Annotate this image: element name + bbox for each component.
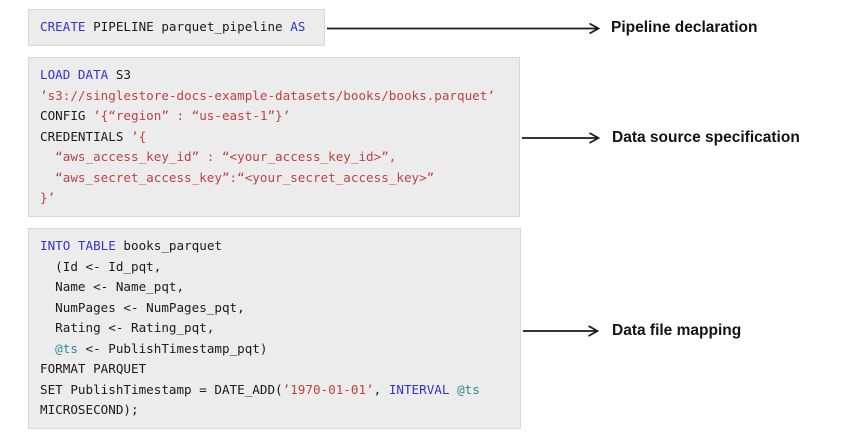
code-line: NumPages <- NumPages_pqt, bbox=[40, 298, 509, 319]
code-block-pipeline-declaration: CREATE PIPELINE parquet_pipeline AS bbox=[28, 9, 325, 46]
code-token: ’{ bbox=[131, 128, 147, 144]
code-token: LOAD DATA bbox=[40, 67, 109, 82]
code-line: Name <- Name_pqt, bbox=[40, 277, 509, 298]
code-line: MICROSECOND); bbox=[40, 400, 509, 421]
code-token: Rating <- Rating_pqt, bbox=[40, 320, 215, 335]
code-line: CREATE PIPELINE parquet_pipeline AS bbox=[40, 17, 313, 38]
code-token bbox=[449, 382, 457, 397]
code-line: CONFIG ’{“region” : “us-east-1”}’ bbox=[40, 106, 508, 127]
code-token: FORMAT PARQUET bbox=[40, 361, 147, 376]
code-token: INTO TABLE bbox=[40, 238, 116, 253]
code-token: SET PublishTimestamp = DATE_ADD( bbox=[40, 381, 283, 397]
code-block-data-source-specification: LOAD DATA S3’s3://singlestore-docs-examp… bbox=[28, 57, 520, 217]
code-token: @ts bbox=[457, 381, 480, 397]
code-token: S3 bbox=[108, 67, 131, 82]
code-token: NumPages <- NumPages_pqt, bbox=[40, 299, 245, 315]
code-token: “aws_access_key_id” : “<your_access_key_… bbox=[40, 149, 397, 164]
code-line: INTO TABLE books_parquet bbox=[40, 236, 509, 257]
annotation-pipeline-declaration: Pipeline declaration bbox=[611, 19, 758, 36]
code-line: LOAD DATA S3 bbox=[40, 65, 508, 86]
code-token: CREDENTIALS bbox=[40, 128, 131, 144]
code-token: “aws_secret_access_key”:“<your_secret_ac… bbox=[40, 169, 435, 185]
code-token bbox=[40, 341, 55, 356]
code-line: “aws_access_key_id” : “<your_access_key_… bbox=[40, 147, 508, 168]
code-token: CREATE bbox=[40, 19, 86, 34]
code-line: Rating <- Rating_pqt, bbox=[40, 318, 509, 339]
annotation-data-file-mapping: Data file mapping bbox=[612, 322, 742, 339]
code-line: CREDENTIALS ’{ bbox=[40, 127, 508, 148]
code-token: ’s3://singlestore-docs-example-datasets/… bbox=[40, 87, 495, 103]
arrow-pipeline-declaration bbox=[327, 22, 601, 35]
code-token: ’{“region” : “us-east-1”}’ bbox=[93, 108, 291, 123]
code-token: @ts bbox=[55, 340, 78, 356]
code-token: }’ bbox=[40, 190, 56, 205]
arrow-data-file-mapping bbox=[523, 325, 600, 337]
annotation-data-source-specification: Data source specification bbox=[612, 129, 800, 146]
code-token: AS bbox=[290, 19, 306, 34]
code-token: , bbox=[373, 381, 389, 397]
code-token: PIPELINE parquet_pipeline bbox=[85, 19, 291, 34]
code-token: (Id <- Id_pqt, bbox=[40, 258, 162, 274]
code-line: }’ bbox=[40, 188, 508, 209]
code-token: MICROSECOND); bbox=[40, 402, 139, 417]
code-line: “aws_secret_access_key”:“<your_secret_ac… bbox=[40, 168, 508, 189]
code-token: INTERVAL bbox=[388, 381, 450, 397]
code-line: @ts <- PublishTimestamp_pqt) bbox=[40, 339, 509, 360]
code-line: (Id <- Id_pqt, bbox=[40, 257, 509, 278]
code-token: <- PublishTimestamp_pqt) bbox=[77, 340, 268, 356]
code-line: FORMAT PARQUET bbox=[40, 359, 509, 380]
code-token: ’1970-01-01’ bbox=[282, 381, 374, 397]
code-block-data-file-mapping: INTO TABLE books_parquet (Id <- Id_pqt, … bbox=[28, 228, 521, 429]
code-token: Name <- Name_pqt, bbox=[40, 279, 185, 294]
code-token: books_parquet bbox=[115, 238, 222, 253]
code-line: SET PublishTimestamp = DATE_ADD(’1970-01… bbox=[40, 380, 509, 401]
code-token: CONFIG bbox=[40, 108, 94, 123]
arrow-data-source-specification bbox=[522, 132, 601, 144]
code-line: ’s3://singlestore-docs-example-datasets/… bbox=[40, 86, 508, 107]
